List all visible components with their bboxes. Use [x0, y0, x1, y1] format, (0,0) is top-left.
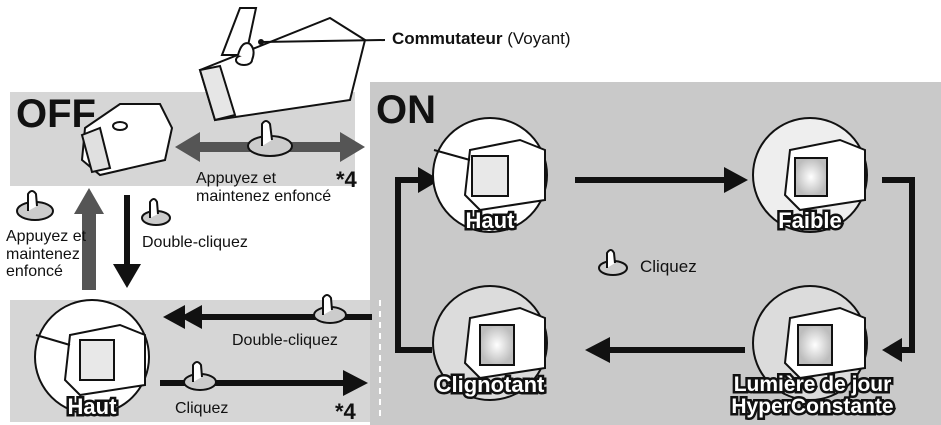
press-hold-left-line1: Appuyez et — [6, 228, 87, 245]
light-top-with-finger — [198, 7, 386, 122]
click-center-icon — [598, 249, 628, 276]
double-click-left-arrow — [163, 294, 372, 329]
mode-high-on-circle — [432, 117, 548, 233]
note-bottom: *4 — [335, 399, 356, 424]
press-hold-left-label: Appuyez et maintenez enfoncé — [6, 228, 86, 281]
light-off — [80, 103, 174, 177]
click-right-arrow — [160, 361, 368, 396]
mode-high-off-label: Haut — [65, 392, 119, 422]
press-hold-up-arrow — [16, 188, 104, 290]
mode-low-circle — [752, 117, 868, 233]
switch-label-bold: Commutateur — [392, 29, 503, 48]
mode-daytime-line1: Lumière de jour — [731, 371, 894, 398]
press-hold-right-line1: Appuyez et — [196, 170, 277, 187]
on-state-title: ON — [376, 88, 436, 132]
switch-label-normal: (Voyant) — [507, 29, 571, 48]
switch-label: Commutateur (Voyant) — [392, 29, 571, 49]
mode-high-on-label: Haut — [463, 206, 517, 236]
double-click-left-label: Double-cliquez — [232, 332, 338, 349]
double-click-down-label: Double-cliquez — [142, 234, 248, 251]
double-click-down-arrow — [113, 195, 171, 288]
mode-high-off-circle — [34, 299, 150, 415]
mode-daytime-circle — [752, 285, 868, 401]
press-hold-double-arrow — [175, 120, 365, 162]
click-bottom-label: Cliquez — [175, 400, 229, 417]
mode-flash-circle — [432, 285, 548, 401]
press-hold-left-line2: maintenez — [6, 245, 80, 263]
click-center-label: Cliquez — [640, 257, 697, 276]
mode-flash-label: Clignotant — [433, 370, 547, 400]
off-state-title: OFF — [16, 92, 96, 136]
mode-low-label: Faible — [776, 206, 845, 236]
mode-daytime-line2: HyperConstante — [729, 393, 896, 420]
on-cycle-arrows — [395, 167, 915, 363]
press-hold-right-label: Appuyez et maintenez enfoncé — [196, 170, 331, 205]
press-hold-left-line3: enfoncé — [6, 263, 63, 281]
press-hold-right-line2: maintenez enfoncé — [196, 187, 332, 205]
note-top: *4 — [336, 167, 357, 192]
mode-daytime-label: Lumière de jour HyperConstante — [725, 371, 900, 420]
